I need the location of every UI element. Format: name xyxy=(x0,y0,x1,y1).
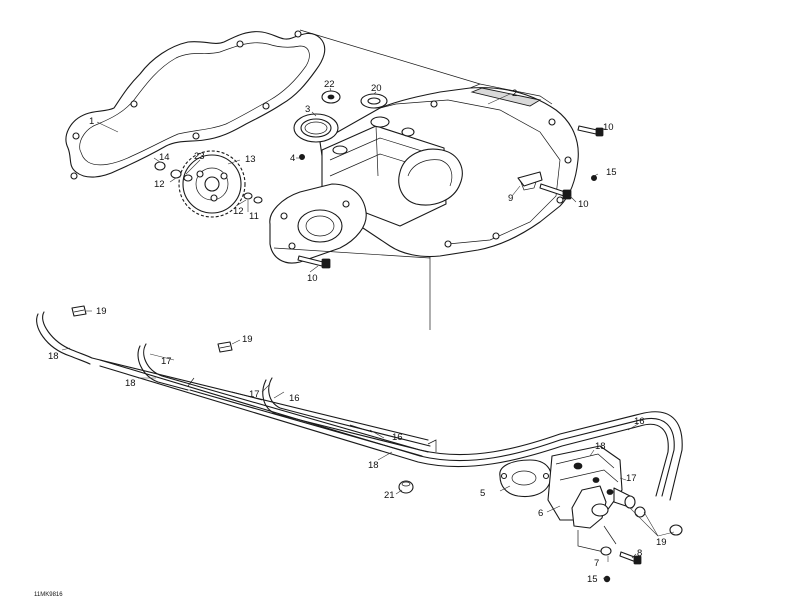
callout-18-lower: 18 xyxy=(368,460,379,471)
callout-8: 8 xyxy=(637,548,642,559)
tube-part-17-middle xyxy=(137,343,191,391)
callout-23: 23 xyxy=(194,151,205,162)
callout-9: 9 xyxy=(508,193,513,204)
alignment-lines xyxy=(273,29,481,330)
callout-15-lower: 15 xyxy=(587,574,598,585)
callout-18-right: 18 xyxy=(595,441,606,452)
screw-part-10-lower xyxy=(297,255,331,269)
pump-drop-lines xyxy=(577,525,617,553)
callout-17-left: 17 xyxy=(161,356,172,367)
callout-10-lower: 10 xyxy=(307,273,318,284)
callout-18-middle: 18 xyxy=(125,378,136,389)
housing-part-2 xyxy=(319,83,579,258)
diagram-reference-code: 11MK9816 xyxy=(34,592,63,598)
callout-3: 3 xyxy=(305,104,310,115)
callout-4: 4 xyxy=(290,153,295,164)
screw-part-8 xyxy=(619,551,642,565)
callout-11: 11 xyxy=(249,211,259,222)
nut-part-15-upper xyxy=(591,174,598,181)
tube-part-18-left xyxy=(36,311,429,441)
callout-22: 22 xyxy=(324,79,335,90)
callout-17-right: 17 xyxy=(626,473,637,484)
callout-1: 1 xyxy=(89,116,94,127)
clamp-part-19-right xyxy=(634,506,683,536)
callout-2: 2 xyxy=(512,88,517,99)
callout-19-middle: 19 xyxy=(242,334,253,345)
screw-part-10-right xyxy=(539,183,572,200)
callout-5: 5 xyxy=(480,488,485,499)
callout-10-right: 10 xyxy=(578,199,589,210)
nut-part-4 xyxy=(298,153,305,160)
callout-16-left: 16 xyxy=(289,393,300,404)
callout-15-upper: 15 xyxy=(606,167,617,178)
gasket-part-1 xyxy=(65,30,326,180)
washer-parts-12-14-23 xyxy=(154,161,263,204)
callout-16-right: 16 xyxy=(634,416,645,427)
callout-14: 14 xyxy=(159,152,170,163)
callout-20: 20 xyxy=(371,83,382,94)
plug-part-20 xyxy=(360,93,388,109)
screw-part-10-upper xyxy=(577,125,604,137)
callout-19-left: 19 xyxy=(96,306,107,317)
pump-gasket-part-5 xyxy=(499,459,552,498)
callout-16-middle: 16 xyxy=(392,432,403,443)
cap-part-21 xyxy=(398,480,414,494)
callout-10-upper: 10 xyxy=(603,122,614,133)
clamp-part-19-left xyxy=(71,305,87,317)
clamp-part-19-middle xyxy=(217,341,233,353)
callout-6: 6 xyxy=(538,508,543,519)
callout-17-middle: 17 xyxy=(249,389,260,400)
pump-part-6 xyxy=(547,445,636,529)
callout-7: 7 xyxy=(594,558,599,569)
callout-21: 21 xyxy=(384,490,395,501)
callout-12-right: 12 xyxy=(233,206,244,217)
washer-part-7 xyxy=(600,546,612,556)
callout-13: 13 xyxy=(245,154,256,165)
clip-part-9 xyxy=(517,171,543,187)
callout-18-left: 18 xyxy=(48,351,59,362)
callout-19-right: 19 xyxy=(656,537,667,548)
leader-lines xyxy=(61,87,675,580)
callout-labels: 1 2 3 4 5 6 7 8 9 10 10 10 11 12 12 13 1… xyxy=(48,79,667,585)
washer-part-22 xyxy=(321,90,341,104)
oil-seal-part-3 xyxy=(293,113,339,143)
gear-part-13 xyxy=(178,150,246,218)
housing-lower-section xyxy=(269,183,367,264)
callout-12-left: 12 xyxy=(154,179,165,190)
